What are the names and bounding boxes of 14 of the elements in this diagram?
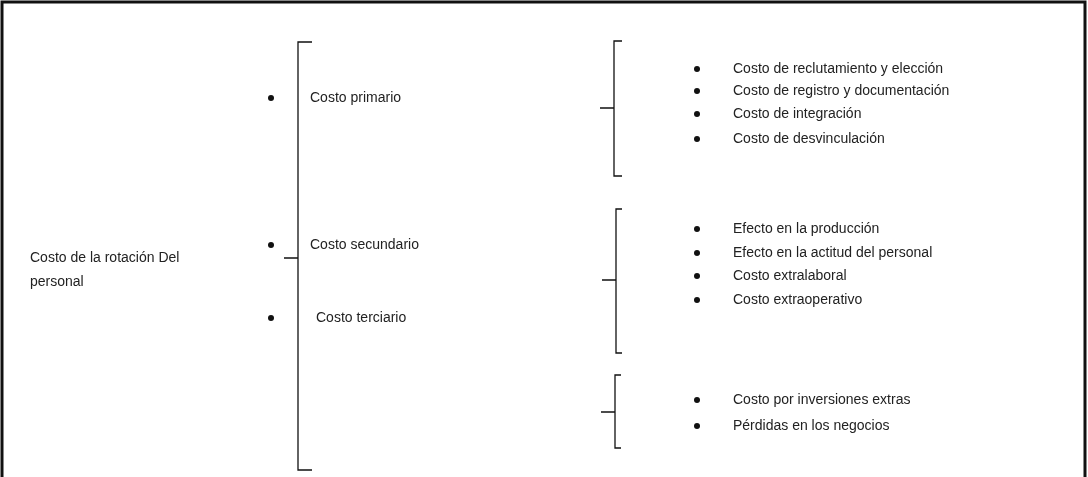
list-item-text: Efecto en la producción (733, 219, 880, 237)
list-item-text: Costo extraoperativo (733, 290, 863, 308)
category-label: Costo terciario (316, 308, 407, 326)
list-item-text: Pérdidas en los negocios (733, 416, 890, 434)
category-label: Costo primario (310, 88, 402, 106)
list-item-text: Costo de reclutamiento y elección (733, 59, 944, 77)
category-label: Costo secundario (310, 235, 419, 253)
list-item-text: Costo de desvinculación (733, 129, 885, 147)
list-item-text: Costo de integración (733, 104, 862, 122)
list-item-text: Costo por inversiones extras (733, 390, 911, 408)
list-item-text: Costo extralaboral (733, 266, 847, 284)
list-item-text: Efecto en la actitud del personal (733, 243, 933, 261)
list-item-text: Costo de registro y documentación (733, 81, 950, 99)
root-label: Costo de la rotación Del personal (30, 248, 181, 291)
